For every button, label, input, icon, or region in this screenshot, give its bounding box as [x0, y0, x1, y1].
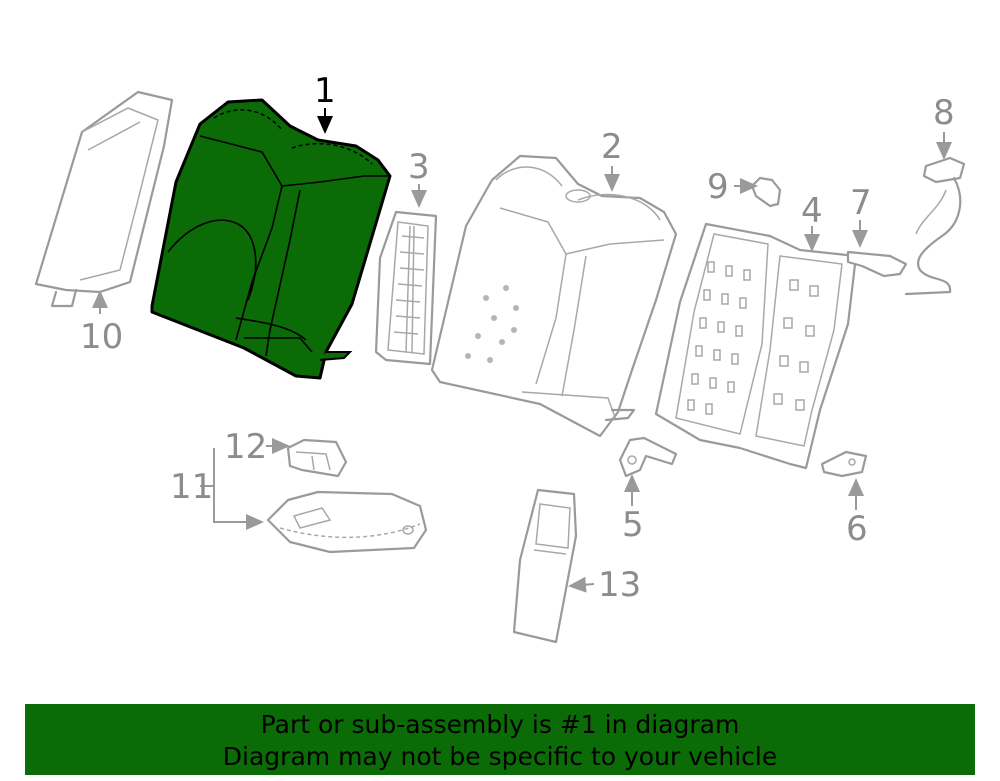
banner-line-2: Diagram may not be specific to your vehi…: [222, 742, 778, 771]
part-13-armrest-cover[interactable]: [512, 488, 578, 644]
part-12-cup-holder[interactable]: [286, 438, 348, 478]
part-5-hinge-bracket[interactable]: [618, 436, 678, 478]
part-8-cable[interactable]: [904, 156, 966, 296]
callout-7: 7: [850, 183, 872, 223]
callout-10: 10: [80, 317, 123, 357]
part-10-side-panel[interactable]: [34, 90, 174, 308]
part-7-clip[interactable]: [846, 250, 908, 278]
parts-diagram: 1 2 3 4 5 6 7 8 9 10 11 12 13: [34, 71, 966, 644]
info-banner: Part or sub-assembly is #1 in diagram Di…: [25, 704, 975, 775]
callout-8: 8: [933, 93, 955, 133]
part-2-seat-back-cover[interactable]: [430, 154, 678, 438]
banner-line-1: Part or sub-assembly is #1 in diagram: [260, 710, 740, 739]
callout-11: 11: [170, 467, 213, 507]
part-11-armrest[interactable]: [266, 490, 428, 554]
part-4-seat-back-frame[interactable]: [654, 222, 858, 470]
leader-13: [568, 576, 595, 593]
leader-11: [213, 448, 264, 530]
callout-3: 3: [408, 147, 430, 187]
part-6-bracket[interactable]: [820, 450, 868, 478]
callout-12: 12: [224, 427, 267, 467]
callout-4: 4: [801, 191, 823, 231]
callout-6: 6: [846, 509, 868, 549]
part-9-small-clip[interactable]: [750, 176, 782, 208]
part-3-support-mat[interactable]: [374, 210, 438, 366]
callout-5: 5: [622, 505, 644, 545]
callout-13: 13: [598, 565, 641, 605]
callout-9: 9: [707, 167, 729, 207]
part-1-seat-back-cushion[interactable]: [150, 98, 392, 380]
callout-2: 2: [601, 127, 623, 167]
callout-1: 1: [314, 71, 336, 111]
